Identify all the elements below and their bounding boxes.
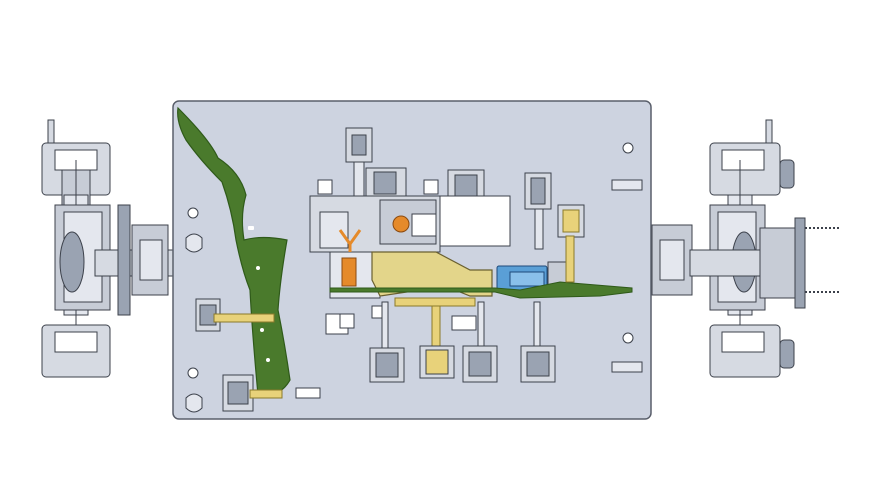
left-clamp-upper	[195, 298, 275, 332]
yellow-bar-vertical	[431, 305, 441, 351]
small-brackets	[325, 305, 477, 335]
workpiece-part	[177, 106, 291, 397]
right-end-unit	[651, 119, 840, 378]
right-clamp-arm	[557, 204, 585, 283]
gear-icon	[392, 215, 410, 233]
green-rail	[329, 281, 633, 299]
clamp-row-lower	[369, 301, 556, 383]
clamp-top-center	[345, 127, 373, 203]
left-end-unit	[41, 119, 176, 378]
orange-cylinder	[341, 257, 357, 287]
locating-holes	[187, 142, 634, 379]
clamp-row-upper	[317, 167, 552, 250]
actuator-arm	[338, 229, 362, 252]
yellow-bar-lower	[394, 297, 476, 307]
workpiece-holes	[248, 226, 270, 362]
plate-handles	[185, 179, 643, 413]
left-clamp-lower	[222, 374, 321, 412]
